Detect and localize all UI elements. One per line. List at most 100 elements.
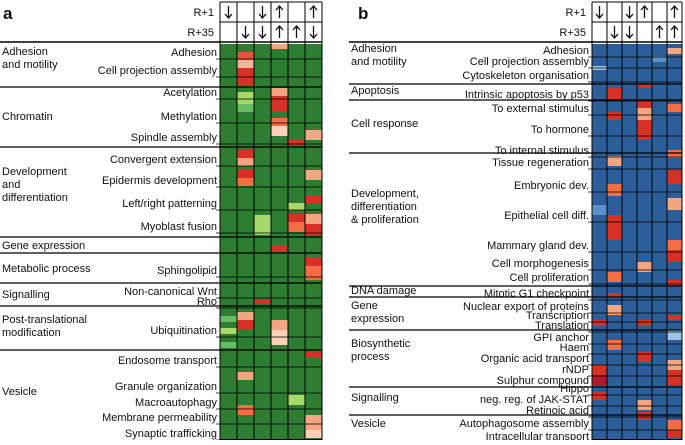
heatmap-cell [637, 262, 652, 272]
group-label-line: and [2, 179, 20, 191]
heatmap-cell [237, 320, 254, 330]
term-label: Adhesion [543, 45, 589, 57]
group-label: Vesicle [2, 386, 37, 398]
term-label: Cell projection assembly [470, 56, 590, 68]
heatmap-cell [607, 112, 622, 120]
heatmap-cell [667, 315, 682, 320]
arrow-up-icon [640, 5, 649, 18]
term-label: Left/right patterning [122, 198, 217, 210]
heatmap-cell [592, 365, 607, 375]
arrow-head [292, 25, 301, 31]
heatmap-cell [271, 126, 288, 136]
term-label: Endosome transport [118, 355, 217, 367]
heatmap-cell [637, 400, 652, 410]
arrow-head [309, 33, 318, 39]
heatmap-cell [237, 178, 254, 186]
heatmap-cell [305, 214, 322, 224]
arrow-up-icon [670, 5, 679, 18]
heatmap-cell [305, 130, 322, 140]
group-label-line: Vesicle [2, 386, 37, 398]
term-label: Embryonic dev. [514, 180, 589, 192]
arrow-head [258, 13, 267, 19]
group-label: Gene expression [2, 240, 85, 252]
heatmap-cell [637, 108, 652, 120]
term-label: Myoblast fusion [141, 221, 217, 233]
heatmap-cell [667, 198, 682, 210]
heatmap-cell [592, 320, 607, 326]
arrow-up-icon [292, 25, 301, 38]
heatmap-cell [271, 245, 288, 252]
heatmap-cell [667, 170, 682, 184]
heatmap-cell [592, 205, 607, 215]
heatmap-cell [652, 56, 667, 62]
term-label: Methylation [161, 111, 217, 123]
term-label: Transcription [526, 310, 589, 322]
term-label: Spindle assembly [131, 132, 218, 144]
group-label-line: Chromatin [2, 111, 53, 123]
group-label: Signalling [2, 289, 50, 301]
heatmap-cell [271, 96, 288, 112]
group-label-line: Signalling [2, 289, 50, 301]
arrow-head [640, 5, 649, 11]
arrow-down-icon [258, 26, 267, 39]
heatmap-cell [607, 305, 622, 315]
heatmap-cell [667, 150, 682, 158]
heatmap-cell [667, 330, 682, 340]
heatmap-cell [288, 214, 305, 222]
heatmap-cell [637, 100, 652, 108]
heatmap-cell [637, 352, 652, 362]
panel-letter: b [358, 4, 368, 23]
heatmap-cell [271, 320, 288, 330]
heatmap-cell [271, 118, 288, 126]
heatmap-cell [305, 170, 322, 180]
heatmap-cell [288, 395, 305, 405]
header-label-r1: R+1 [194, 7, 215, 19]
group-label: Apoptosis [351, 85, 400, 97]
group-label-line: Vesicle [351, 418, 386, 430]
heatmap-cell [220, 342, 237, 348]
term-label: To external stimulus [492, 103, 590, 115]
group-label: Cell response [351, 118, 418, 130]
term-label: Intracellular transport [486, 431, 589, 440]
term-label: Cell proliferation [510, 272, 589, 284]
heatmap-cell [254, 215, 271, 235]
heatmap-cell [637, 412, 652, 420]
heatmap-cell [607, 88, 622, 99]
arrow-head [275, 25, 284, 31]
heatmap-cell [667, 104, 682, 112]
arrow-head [625, 33, 634, 39]
arrow-head [309, 5, 318, 11]
arrow-head [670, 5, 679, 11]
heatmap-cell [607, 215, 622, 240]
term-label: Hippo [560, 383, 589, 395]
arrow-down-icon [241, 26, 250, 39]
term-label: Adhesion [171, 47, 217, 59]
group-label-line: Gene [351, 300, 378, 312]
heatmap-cell [637, 120, 652, 140]
group-label-line: expression [351, 313, 404, 325]
arrow-down-icon [258, 6, 267, 19]
heatmap-cell [637, 320, 652, 326]
term-label: Sphingolipid [157, 265, 217, 277]
term-label: Acetylation [163, 87, 217, 99]
arrow-up-icon [309, 5, 318, 18]
arrow-down-icon [224, 6, 233, 19]
group-label-line: Cell response [351, 118, 418, 130]
arrow-down-icon [625, 6, 634, 19]
group-label: Chromatin [2, 111, 53, 123]
heatmap-cell [254, 300, 271, 304]
heatmap-cell [271, 330, 288, 345]
heatmap-cell [271, 44, 288, 49]
heatmap-cell [237, 312, 254, 320]
heatmap-cell [237, 60, 254, 68]
group-label-line: Adhesion [351, 43, 397, 55]
arrow-head [595, 13, 604, 19]
group-label: DNA damage [351, 285, 416, 297]
heatmap-cell [237, 104, 254, 112]
group-label-line: differentiation [351, 201, 417, 213]
group-label-line: Adhesion [2, 46, 48, 58]
term-label: Mitotic G1 checkpoint [484, 288, 589, 300]
